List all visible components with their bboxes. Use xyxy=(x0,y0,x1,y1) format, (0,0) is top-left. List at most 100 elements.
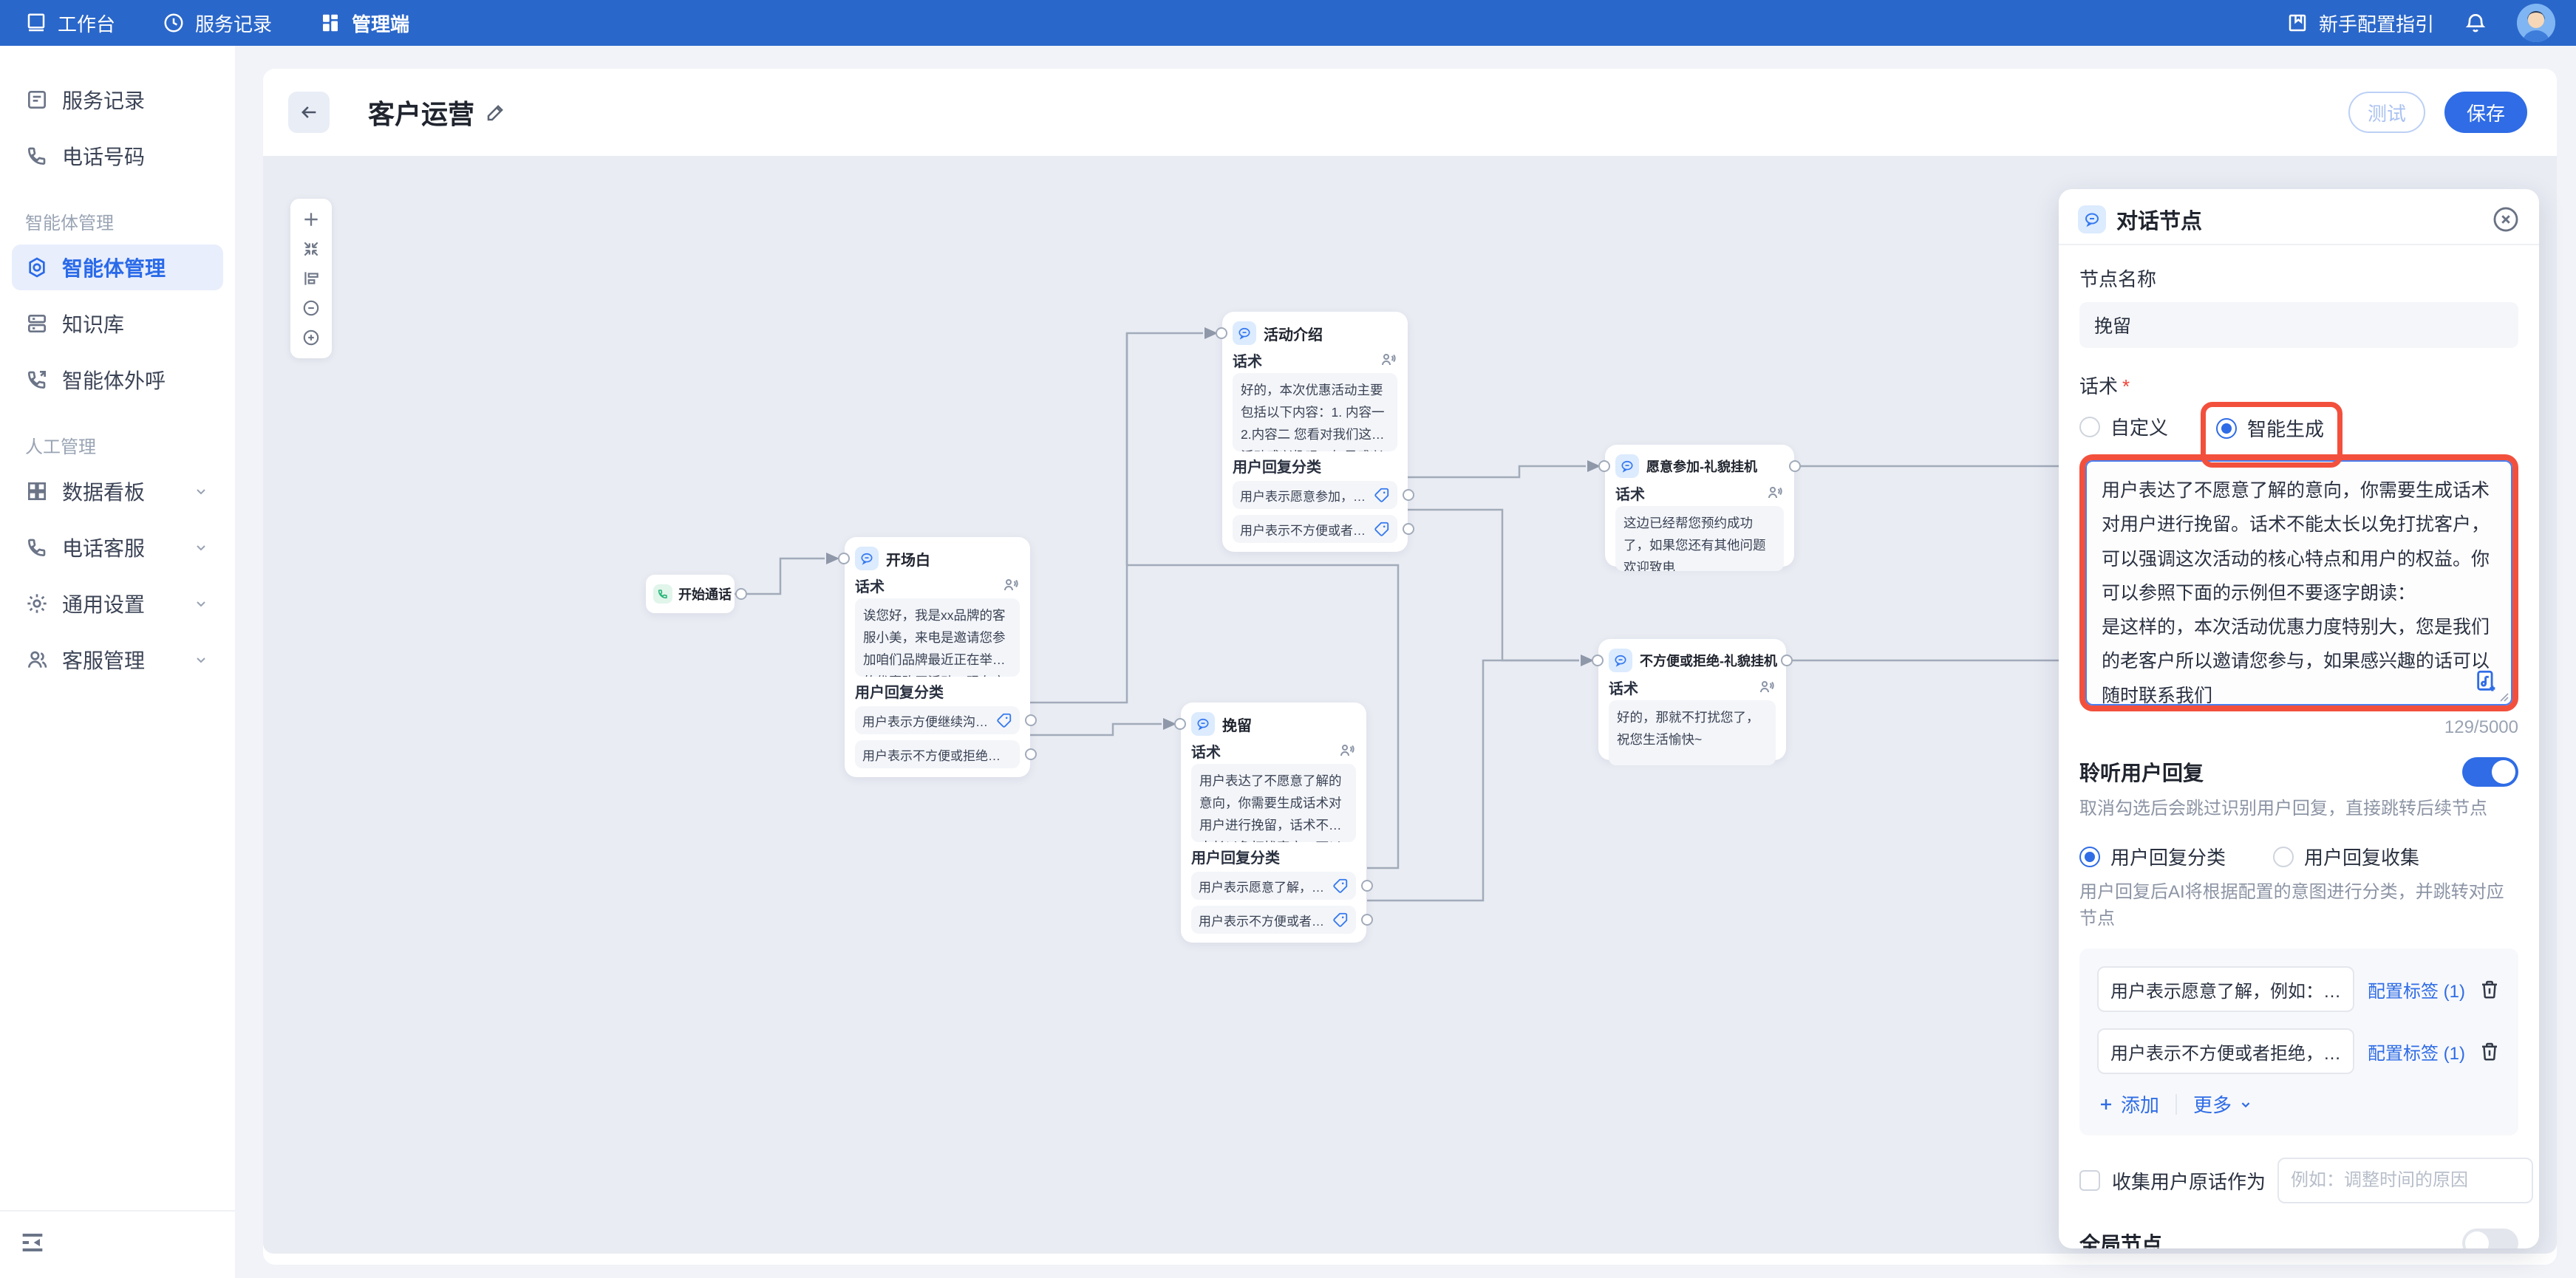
add-intent-button[interactable]: 添加 xyxy=(2097,1090,2159,1118)
tag-icon[interactable] xyxy=(996,712,1012,728)
input-port[interactable] xyxy=(1592,655,1604,666)
delete-icon[interactable] xyxy=(2478,1040,2501,1062)
resize-handle[interactable] xyxy=(2496,689,2509,703)
radio-custom[interactable]: 自定义 xyxy=(2079,413,2168,440)
configure-tags-link[interactable]: 配置标签 (1) xyxy=(2368,981,2465,1002)
script-label: 话术* xyxy=(2079,375,2130,397)
nav-tab-workbench[interactable]: 工作台 xyxy=(25,10,115,37)
tag-icon[interactable] xyxy=(1332,912,1349,928)
insert-audio-icon[interactable] xyxy=(2474,669,2499,694)
sidebar-item-label: 智能体管理 xyxy=(62,257,166,280)
script-section-label: 话术 xyxy=(1609,680,1638,697)
delete-icon[interactable] xyxy=(2478,978,2501,1000)
output-port[interactable] xyxy=(1781,655,1793,666)
output-port[interactable] xyxy=(1025,714,1037,727)
node-refuse-hangup[interactable]: 不方便或拒绝-礼貌挂机 话术 好的，那就不打扰您了，祝您生活愉快~ xyxy=(1592,639,1793,765)
chevron-down-icon xyxy=(197,545,205,551)
dialog-node-icon xyxy=(1233,321,1256,345)
configure-tags-link[interactable]: 配置标签 (1) xyxy=(2368,1043,2465,1064)
tag-icon[interactable] xyxy=(1374,487,1390,503)
sidebar-item-service-records[interactable]: 服务记录 xyxy=(12,77,223,123)
tag-icon[interactable] xyxy=(1332,878,1349,894)
node-activity-intro[interactable]: 活动介绍 话术 好的，本次优惠活动主要包括以下内容：1. 内容一 2.内容二 您… xyxy=(1216,312,1414,553)
radio-reply-collect[interactable]: 用户回复收集 xyxy=(2273,843,2419,870)
zoom-out-icon[interactable] xyxy=(296,293,326,323)
edit-title-icon[interactable] xyxy=(485,101,507,123)
speaker-person-icon[interactable] xyxy=(1338,742,1356,759)
speaker-person-icon[interactable] xyxy=(1380,351,1397,369)
close-icon[interactable] xyxy=(2492,205,2520,233)
listen-reply-toggle[interactable] xyxy=(2462,757,2518,787)
speaker-person-icon[interactable] xyxy=(1002,576,1020,594)
avatar[interactable] xyxy=(2517,4,2555,42)
output-port[interactable] xyxy=(1789,460,1801,472)
output-port[interactable] xyxy=(1403,489,1414,502)
node-name-label: 节点名称 xyxy=(2079,268,2157,290)
radio-ai-generate[interactable]: 智能生成 xyxy=(2216,414,2324,442)
sidebar-item-general-settings[interactable]: 通用设置 xyxy=(12,581,223,626)
branch-row[interactable]: 用户表示愿意参加，例如：好的... xyxy=(1233,481,1414,510)
sidebar-item-phone-numbers[interactable]: 电话号码 xyxy=(12,133,223,179)
script-textarea[interactable]: 用户表达了不愿意了解的意向，你需要生成话术对用户进行挽留。话术不能太长以免打扰客… xyxy=(2087,462,2511,704)
output-port[interactable] xyxy=(1403,523,1414,536)
node-title: 愿意参加-礼貌挂机 xyxy=(1646,459,1757,474)
nav-tab-service-records[interactable]: 服务记录 xyxy=(163,10,272,37)
node-start-call[interactable]: 开始通话 xyxy=(646,575,747,613)
radio-circle[interactable] xyxy=(2273,846,2294,867)
branch-row[interactable]: 用户表示愿意了解，例如：好的... xyxy=(1191,872,1373,901)
dialog-node-icon xyxy=(1191,712,1215,736)
node-agree-hangup[interactable]: 愿意参加-礼貌挂机 话术 这边已经帮您预约成功了，如果您还有其他问题欢迎致电 xyxy=(1598,445,1801,571)
speaker-person-icon[interactable] xyxy=(1758,678,1776,696)
input-port[interactable] xyxy=(1216,327,1227,339)
sidebar-item-knowledge-base[interactable]: 知识库 xyxy=(12,301,223,346)
radio-circle[interactable] xyxy=(2216,417,2238,439)
canvas-toolbar xyxy=(290,199,332,358)
intent-text-input[interactable]: 用户表示愿意了解，例如：好的，愿意，... xyxy=(2097,966,2354,1012)
sidebar-item-agent-management[interactable]: 智能体管理 xyxy=(12,245,223,290)
top-navbar: 工作台 服务记录 管理端 新手配置指引 xyxy=(0,0,2576,46)
branch-row[interactable]: 用户表示方便继续沟通，例如：... xyxy=(855,706,1037,735)
node-opening[interactable]: 开场白 话术 诶您好，我是xx品牌的客服小美，来电是邀请您参加咱们品牌最近正在举… xyxy=(838,537,1037,778)
radio-circle[interactable] xyxy=(2079,416,2100,437)
branch-row[interactable]: 用户表示不方便或拒绝沟通，例如：... xyxy=(855,740,1037,769)
zoom-in-icon[interactable] xyxy=(296,323,326,352)
save-button[interactable]: 保存 xyxy=(2444,92,2527,133)
radio-reply-classify[interactable]: 用户回复分类 xyxy=(2079,843,2226,870)
collect-original-checkbox[interactable] xyxy=(2079,1170,2100,1191)
collapse-sidebar-icon[interactable] xyxy=(18,1228,47,1257)
output-port[interactable] xyxy=(735,588,747,600)
sidebar-item-support-management[interactable]: 客服管理 xyxy=(12,637,223,683)
input-port[interactable] xyxy=(1174,718,1186,730)
input-port[interactable] xyxy=(838,553,850,564)
output-port[interactable] xyxy=(1025,748,1037,761)
global-node-toggle[interactable] xyxy=(2462,1229,2518,1248)
collect-reason-input[interactable] xyxy=(2277,1158,2534,1203)
fit-view-icon[interactable] xyxy=(296,234,326,264)
input-port[interactable] xyxy=(1598,460,1610,472)
nav-tab-admin[interactable]: 管理端 xyxy=(319,10,409,37)
intent-text-input[interactable]: 用户表示不方便或者拒绝，例如：不方便... xyxy=(2097,1028,2354,1074)
auto-layout-icon[interactable] xyxy=(296,264,326,293)
intent-row: 用户表示愿意了解，例如：好的，愿意，... 配置标签 (1) xyxy=(2097,966,2501,1012)
radio-circle[interactable] xyxy=(2079,846,2100,867)
node-name-input[interactable]: 挽留 xyxy=(2079,302,2518,348)
classify-section-label: 用户回复分类 xyxy=(1191,850,1280,867)
speaker-person-icon[interactable] xyxy=(1766,484,1784,502)
more-button[interactable]: 更多 xyxy=(2193,1090,2254,1118)
output-port[interactable] xyxy=(1361,914,1373,926)
test-button[interactable]: 测试 xyxy=(2348,92,2425,133)
workbench-icon xyxy=(27,13,45,32)
sidebar-item-agent-outbound[interactable]: 智能体外呼 xyxy=(12,357,223,403)
branch-row[interactable]: 用户表示不方便或者拒绝，例如... xyxy=(1191,906,1373,934)
sidebar-item-data-dashboard[interactable]: 数据看板 xyxy=(12,468,223,514)
back-button[interactable] xyxy=(288,92,330,133)
add-node-icon[interactable] xyxy=(296,205,326,234)
collect-original-label: 收集用户原话作为 xyxy=(2112,1170,2266,1193)
sidebar-item-phone-support[interactable]: 电话客服 xyxy=(12,524,223,570)
node-retain[interactable]: 挽留 话术 用户表达了不愿意了解的意向，你需要生成话术对用户进行挽留，话术不能太… xyxy=(1174,703,1373,943)
beginner-guide-link[interactable]: 新手配置指引 xyxy=(2286,10,2434,37)
bell-icon[interactable] xyxy=(2464,11,2487,35)
branch-row[interactable]: 用户表示不方便或者拒绝，例如... xyxy=(1233,515,1414,544)
output-port[interactable] xyxy=(1361,880,1373,892)
tag-icon[interactable] xyxy=(1374,521,1390,537)
